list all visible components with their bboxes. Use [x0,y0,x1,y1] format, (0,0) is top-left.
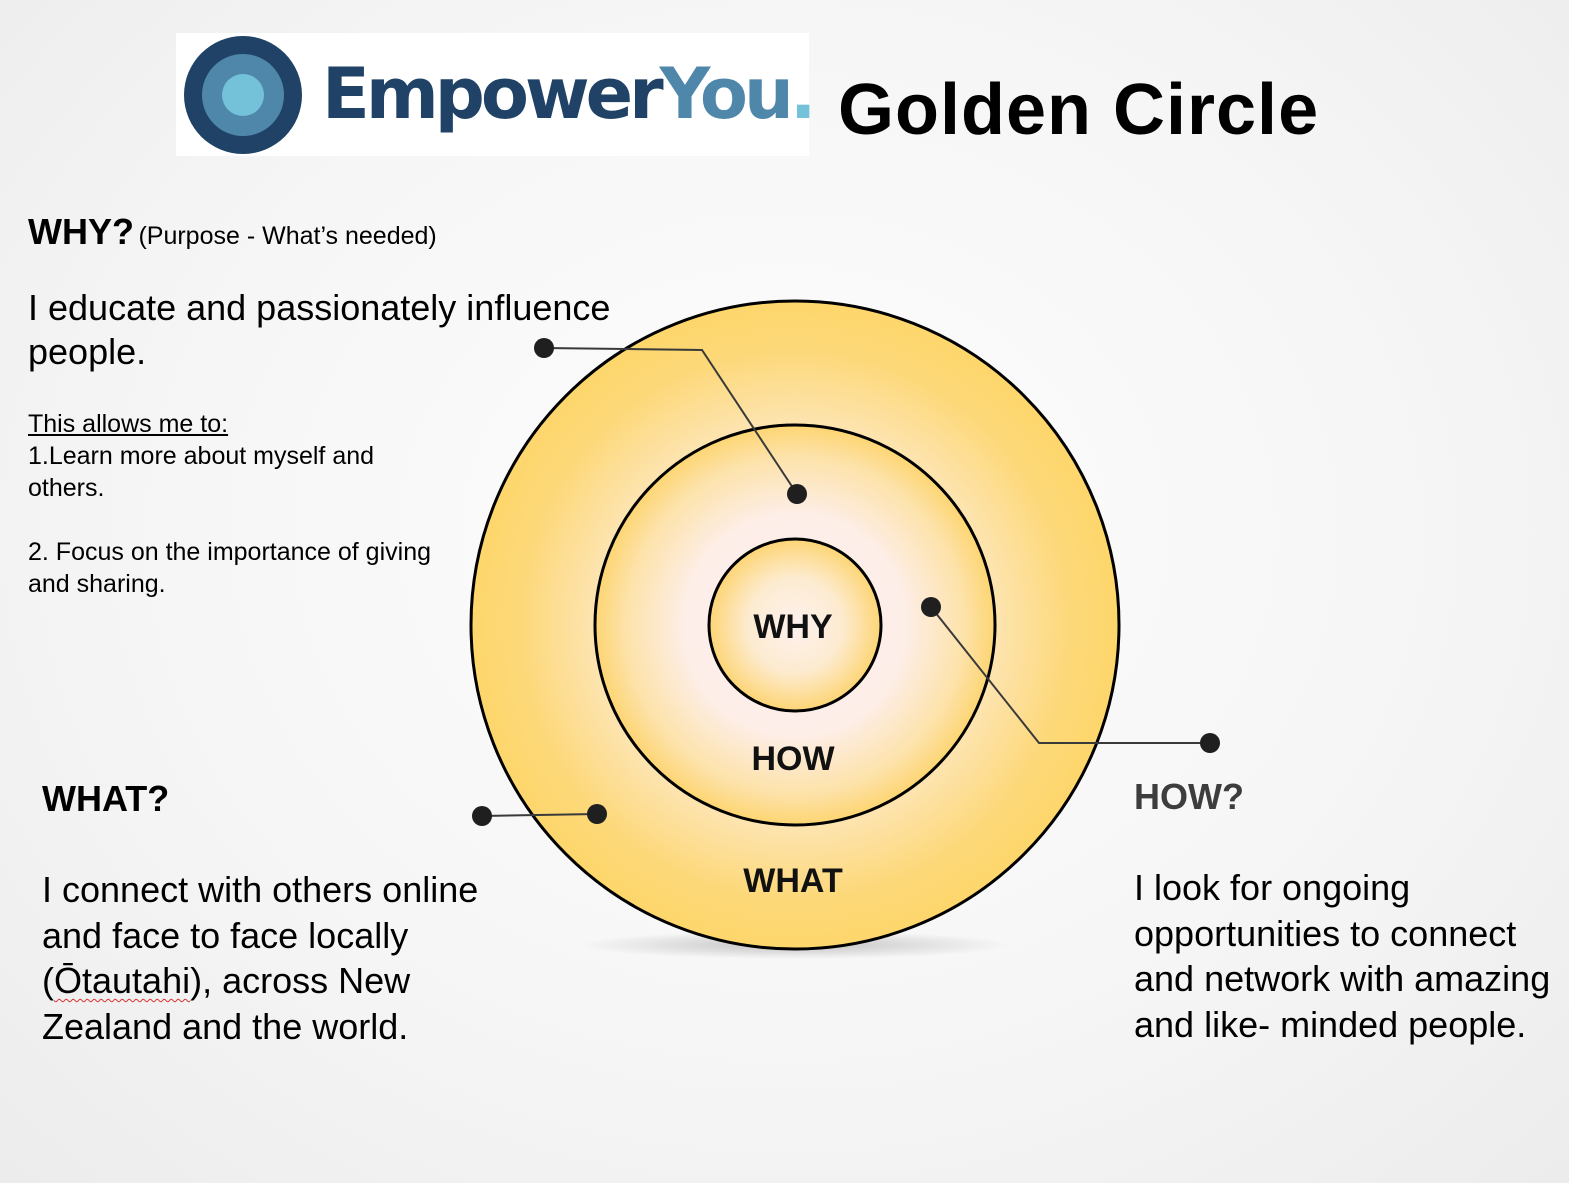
outer-circle-label: WHAT [743,862,843,900]
allows-item-2: 2. Focus on the importance of giving and… [28,538,432,598]
spellcheck-marked-word: Ōtautahi [54,960,191,1001]
logo-word-you: You [659,53,794,135]
what-text-start: I connect with others online and face to… [42,869,479,1001]
page-title: Golden Circle [838,70,1320,150]
inner-circle-label: WHY [753,608,833,646]
how-heading: HOW? [1134,776,1244,817]
empoweryou-logo: EmpowerYou. [176,33,817,156]
allows-heading: This allows me to: [28,410,229,438]
inner-circle-why [707,537,883,713]
middle-circle-label: HOW [751,740,835,778]
logo-wordmark: EmpowerYou. [322,49,817,139]
what-text: I connect with others online and face to… [42,867,482,1049]
how-text: I look for ongoing opportunities to conn… [1134,867,1551,1045]
why-heading: WHY? [28,211,134,252]
logo-dot: . [789,53,817,135]
allows-item-1: 1.Learn more about myself and others. [28,442,375,502]
why-callout-connector [534,338,807,504]
why-statement: I educate and passionately influence peo… [28,287,611,372]
logo-word-empower: Empower [322,53,664,135]
why-heading-block: WHY? (Purpose - What’s needed) [28,206,437,266]
what-heading: WHAT? [42,778,170,819]
allows-list: This allows me to: 1.Learn more about my… [28,408,448,600]
why-subheading: (Purpose - What’s needed) [138,222,437,250]
logo-rings-icon [184,36,302,154]
what-text-end: ), across New Zealand and the world. [42,960,411,1047]
what-callout-connector [472,804,607,826]
how-callout-connector [921,597,1220,753]
